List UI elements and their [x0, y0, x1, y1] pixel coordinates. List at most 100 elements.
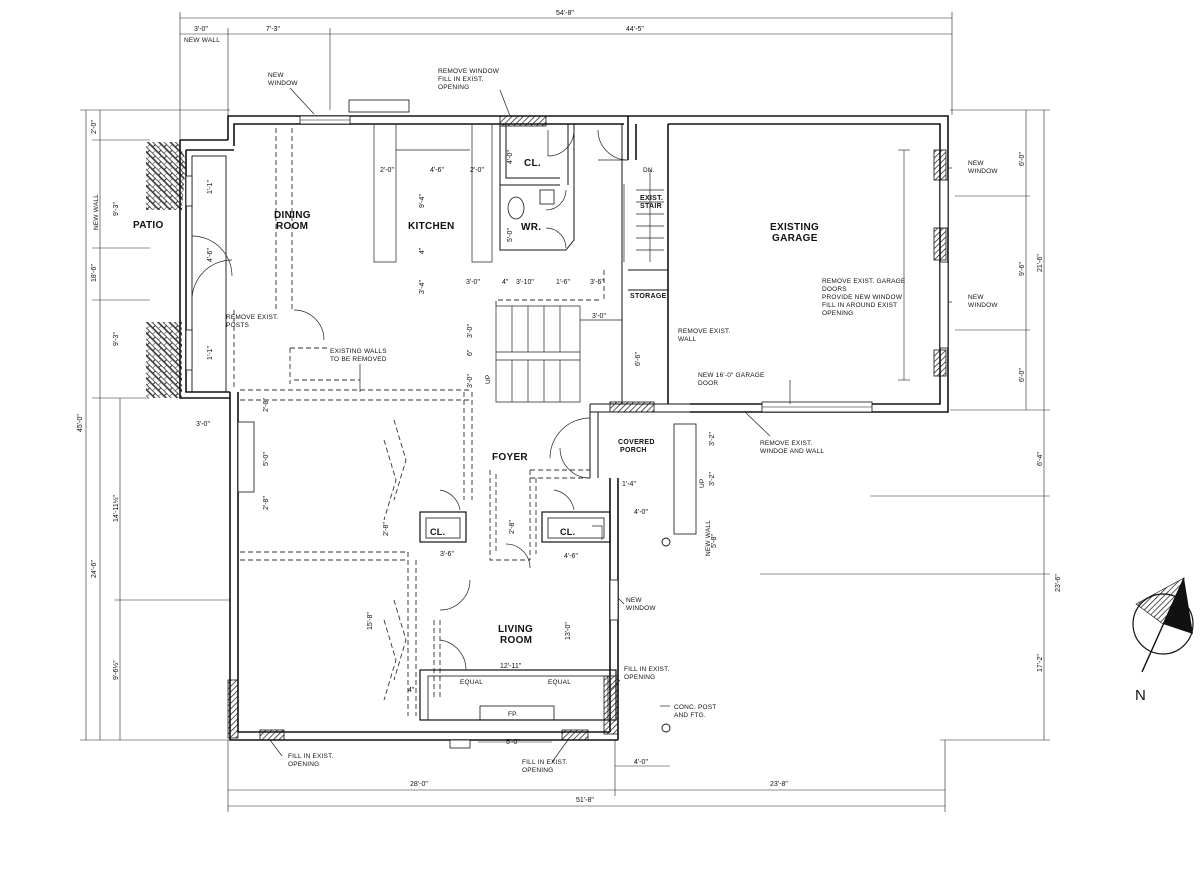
note-garage-doors-3: PROVIDE NEW WINDOW — [822, 294, 903, 301]
dim-bottom-5-0: 5'-0" — [506, 739, 520, 746]
dim-s-3-0c: 3'-0" — [592, 313, 606, 320]
room-closet-right: CL. — [560, 527, 575, 537]
note-new-window-top-2: WINDOW — [268, 80, 298, 87]
dim-left-24-6: 24'-6" — [91, 560, 98, 578]
dim-k-3-0: 3'-0" — [466, 279, 480, 286]
windows — [185, 99, 949, 749]
dim-l-15-8: 15'-8" — [367, 612, 374, 630]
note-new-window-garage2-1: NEW — [968, 294, 984, 301]
dim-right-6-0a: 6'-0" — [1019, 152, 1026, 166]
dim-f-5-8: 5'-8" — [711, 534, 718, 548]
dim-f-3-2b: 3'-2" — [709, 472, 716, 486]
stair-treads — [496, 170, 664, 402]
note-garage-doors-4: FILL IN AROUND EXIST — [822, 302, 897, 309]
note-remove-window-3: OPENING — [438, 84, 469, 91]
dim-p-4-6: 4'-6" — [207, 248, 214, 262]
note-existing-walls-2: TO BE REMOVED — [330, 356, 387, 363]
note-new-window-garage1-1: NEW — [968, 160, 984, 167]
room-porch-2: PORCH — [620, 447, 647, 454]
dim-right-6-4: 6'-4" — [1037, 452, 1044, 466]
note-new-window-garage1-2: WINDOW — [968, 168, 998, 175]
room-foyer: FOYER — [492, 452, 528, 463]
room-stair-2: STAIR — [640, 203, 662, 210]
label-up-porch: UP — [699, 479, 706, 488]
note-new-wall-side: NEW WALL — [93, 194, 100, 230]
note-garage-doors-1: REMOVE EXIST. GARAGE — [822, 278, 906, 285]
note-equal-1: EQUAL — [460, 679, 483, 686]
dimension-texts: 54'-8" 3'-0" 7'-3" 44'-5" 2'-0" 9'-3" 18… — [77, 10, 1062, 804]
toilet-icon — [507, 196, 525, 220]
dashed-walls — [233, 128, 605, 716]
doors — [191, 129, 629, 671]
dim-top-44-5: 44'-5" — [626, 26, 644, 33]
dim-s-6-6: 6'-6" — [635, 352, 642, 366]
patio-brick — [146, 142, 186, 398]
dim-d-5-0: 5'-0" — [263, 452, 270, 466]
room-patio: PATIO — [133, 220, 164, 231]
dim-c-2-8: 2'-8" — [383, 522, 390, 536]
dim-bottom-28-0: 28'-0" — [410, 781, 428, 788]
dim-k-2-0b: 2'-0" — [470, 167, 484, 174]
note-fill-bottom-left-2: OPENING — [288, 761, 319, 768]
dim-f-4-0: 4'-0" — [634, 509, 648, 516]
note-garage-doors-2: DOORS — [822, 286, 847, 293]
room-storage: STORAGE — [630, 293, 667, 300]
note-fill-bottom-left-1: FILL IN EXIST. — [288, 753, 334, 760]
note-new-garage-door-2: DOOR — [698, 380, 718, 387]
note-remove-posts-1: REMOVE EXIST. — [226, 314, 278, 321]
dim-d-2-8b: 2'-8" — [263, 496, 270, 510]
room-living-2: ROOM — [500, 635, 532, 646]
label-dn: DN. — [643, 167, 655, 174]
room-closet-top: CL. — [524, 158, 541, 169]
note-new-window-top-1: NEW — [268, 72, 284, 79]
note-fill-living-1: FILL IN EXIST. — [624, 666, 670, 673]
note-remove-window-1: REMOVE WINDOW — [438, 68, 500, 75]
note-remove-window-2: FILL IN EXIST. — [438, 76, 484, 83]
dim-right-23-6: 23'-6" — [1055, 574, 1062, 592]
room-garage-2: GARAGE — [772, 233, 818, 244]
note-remove-wall-1: REMOVE EXIST. — [678, 328, 730, 335]
dim-left-9-6: 9'-6½" — [112, 660, 120, 680]
dim-k-9-4: 9'-4" — [419, 194, 426, 208]
dim-left-14-11: 14'-11½" — [112, 494, 120, 522]
note-new-window-living-2: WINDOW — [626, 605, 656, 612]
dim-k-3-10: 3'-10" — [516, 279, 534, 286]
dim-top-3-0: 3'-0" — [194, 26, 208, 33]
room-kitchen: KITCHEN — [408, 221, 455, 232]
note-remove-windoe-1: REMOVE EXIST. — [760, 440, 812, 447]
room-porch-1: COVERED — [618, 439, 655, 446]
dim-f-1-4: 1'-4" — [622, 481, 636, 488]
dim-left-2-0: 2'-0" — [91, 120, 98, 134]
dim-right-9-6: 9'-6" — [1019, 262, 1026, 276]
dim-overall-top: 54'-8" — [556, 10, 574, 17]
room-stair-1: EXIST. — [640, 195, 663, 202]
wall-infills — [227, 115, 947, 741]
note-conc-post-1: CONC. POST — [674, 704, 716, 711]
dim-l-4: 4" — [408, 687, 415, 694]
dim-f-3-2a: 3'-2" — [709, 432, 716, 446]
dim-k-4-0: 4'-0" — [507, 150, 514, 164]
note-new-wall-top: NEW WALL — [184, 37, 220, 44]
dim-k-2-0a: 2'-0" — [380, 167, 394, 174]
dim-s-3-0b: 3'-0" — [467, 374, 474, 388]
dim-left-9-3a: 9'-3" — [113, 202, 120, 216]
note-existing-walls-1: EXISTING WALLS — [330, 348, 387, 355]
label-up-stair: UP — [485, 375, 492, 384]
room-dining-1: DINING — [274, 210, 311, 221]
note-equal-2: EQUAL — [548, 679, 571, 686]
dim-top-7-3: 7'-3" — [266, 26, 280, 33]
dim-s-3-0a: 3'-0" — [467, 324, 474, 338]
room-closet-left: CL. — [430, 527, 445, 537]
dim-bottom-4-0: 4'-0" — [634, 759, 648, 766]
note-fill-living-2: OPENING — [624, 674, 655, 681]
dim-p-1-1: 1'-1" — [207, 180, 214, 194]
sink-icon — [539, 189, 555, 205]
note-new-garage-door-1: NEW 16'-0" GARAGE — [698, 372, 765, 379]
dim-l-13-0: 13'-0" — [565, 622, 572, 640]
note-fill-bottom-mid-1: FILL IN EXIST. — [522, 759, 568, 766]
conc-post-top — [661, 537, 671, 547]
dim-left-45-0: 45'-0" — [77, 414, 84, 432]
dim-k-1-6: 1'-6" — [556, 279, 570, 286]
note-remove-windoe-2: WINDOE AND WALL — [760, 448, 824, 455]
